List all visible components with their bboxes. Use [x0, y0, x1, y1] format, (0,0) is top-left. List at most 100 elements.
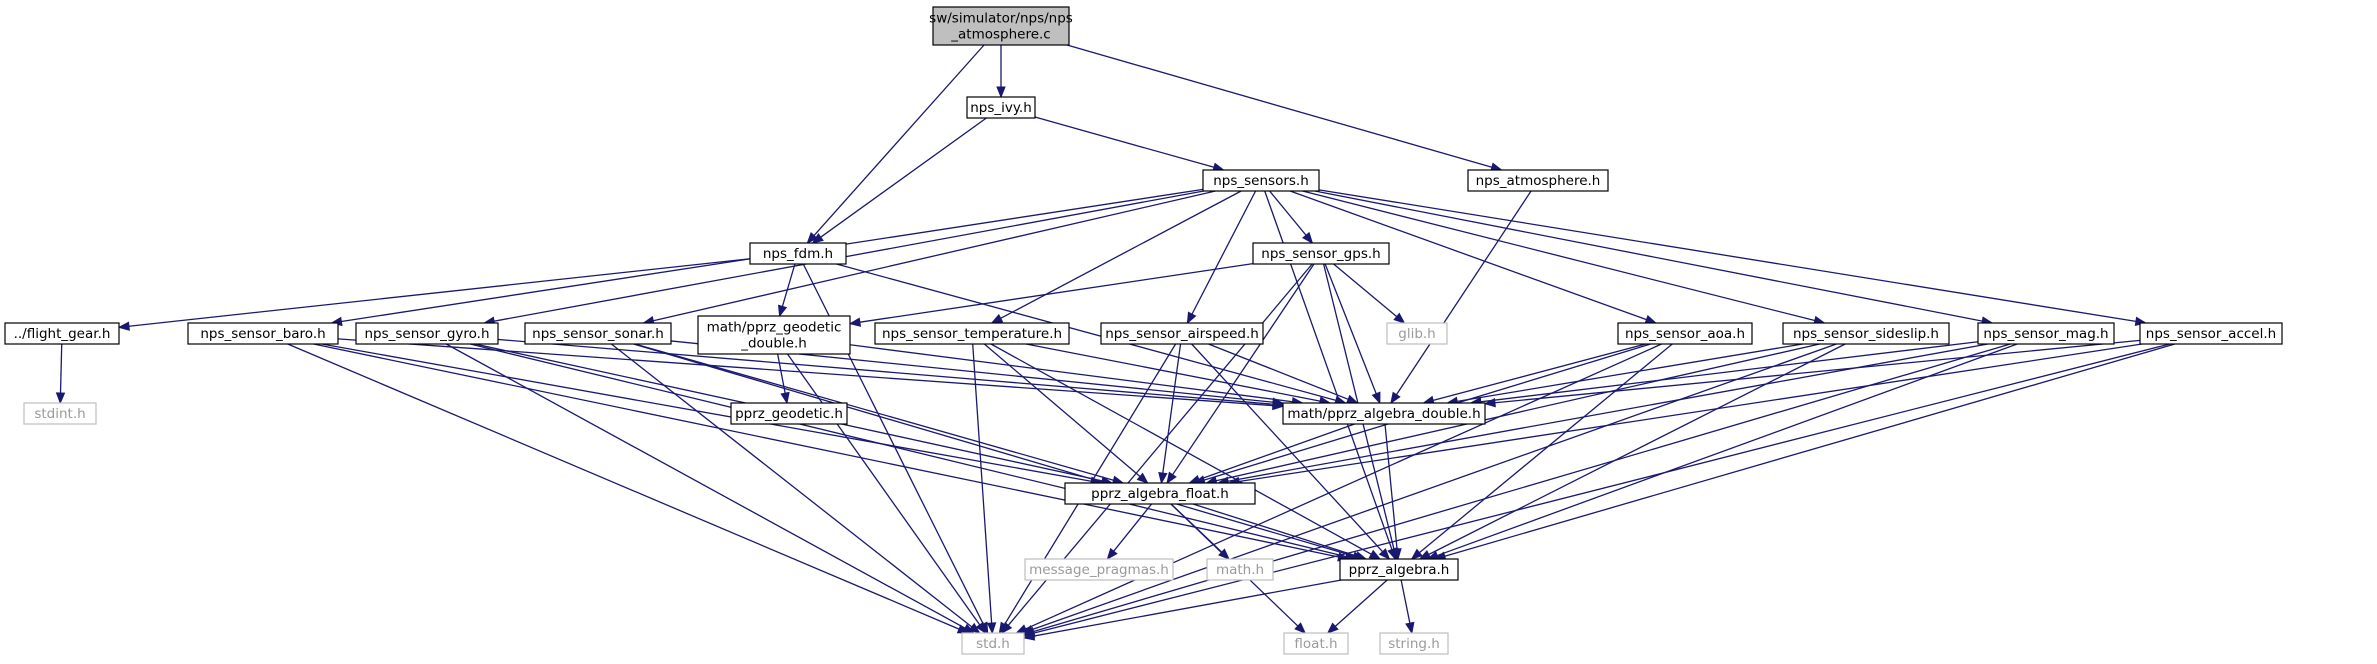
edge-line — [1191, 190, 1257, 315]
edge-line — [1162, 343, 1182, 474]
edge-line — [313, 343, 1339, 558]
node-box — [1024, 558, 1174, 581]
edge-pprz_algebra-to-float_h — [1326, 579, 1388, 634]
edge-arrowhead — [1378, 548, 1391, 560]
edge-nps_sensor_gps-to-pprz_algebra_double — [1324, 263, 1381, 405]
node-nps-sensor-sideslip[interactable]: nps_sensor_sideslip.h — [1782, 322, 1950, 345]
edge-line — [1314, 190, 1983, 322]
node-label: nps_sensor_gyro.h — [364, 326, 489, 342]
edge-nps_sensors-to-nps_sensor_airspeed — [1186, 190, 1257, 325]
node-nps-sensor-airspeed[interactable]: nps_sensor_airspeed.h — [1100, 322, 1264, 345]
edge-arrowhead — [1371, 391, 1381, 405]
edge-line — [1025, 343, 1321, 402]
edge-line — [1198, 423, 1355, 481]
node-nps-sensor-baro[interactable]: nps_sensor_baro.h — [187, 322, 339, 345]
node-nps-sensors[interactable]: nps_sensors.h — [1202, 169, 1320, 192]
node-label: nps_sensor_accel.h — [2146, 326, 2276, 342]
edge-line — [813, 44, 985, 236]
edge-line — [634, 343, 1114, 481]
node-math-h: math.h — [1206, 558, 1274, 581]
edge-line — [1113, 503, 1153, 552]
edge-nps_sensor_temperature-to-pprz_algebra — [990, 343, 1382, 560]
edge-pprz_algebra-to-std_h — [1022, 579, 1342, 641]
edge-nps_ivy-to-nps_fdm — [811, 117, 987, 244]
edge-pprz_geodetic_double-to-pprz_geodetic — [776, 353, 790, 405]
edge-arrowhead — [1405, 621, 1415, 635]
node-nps-sensor-temperature[interactable]: nps_sensor_temperature.h — [874, 322, 1070, 345]
node-pprz-algebra-float[interactable]: pprz_algebra_float.h — [1064, 482, 1256, 505]
node-label: nps_sensor_mag.h — [1983, 326, 2108, 342]
edge-arrowhead — [1368, 549, 1382, 560]
node-nps-sensor-accel[interactable]: nps_sensor_accel.h — [2139, 322, 2283, 345]
edge-arrowhead — [975, 621, 987, 635]
node-box — [2139, 322, 2283, 345]
node-nps-fdm[interactable]: nps_fdm.h — [749, 242, 847, 265]
node-root[interactable]: sw/simulator/nps/nps_atmosphere.c — [929, 6, 1073, 46]
edge-arrowhead — [1392, 548, 1402, 561]
node-box — [966, 96, 1036, 119]
node-pprz-algebra[interactable]: pprz_algebra.h — [1339, 558, 1459, 581]
node-box — [1202, 169, 1320, 192]
node-label: _double.h — [740, 336, 807, 352]
node-nps-sensor-gps[interactable]: nps_sensor_gps.h — [1252, 242, 1390, 265]
edge-line — [1066, 44, 1493, 168]
node-label: sw/simulator/nps/nps — [929, 11, 1073, 27]
edge-nps_sensor_gps-to-pprz_geodetic_double — [848, 262, 1254, 327]
node-box — [1782, 322, 1950, 345]
node-box — [1467, 169, 1609, 192]
node-label: message_pragmas.h — [1029, 562, 1169, 578]
edge-line — [1034, 116, 1215, 168]
edge-line — [128, 258, 751, 327]
node-nps-atmosphere-h[interactable]: nps_atmosphere.h — [1467, 169, 1609, 192]
edge-nps_sensor_sonar-to-pprz_algebra — [633, 343, 1365, 561]
edge-line — [1289, 190, 1647, 321]
edge-arrowhead — [1158, 471, 1168, 485]
edge-pprz_algebra_float-to-pprz_algebra — [1192, 503, 1368, 561]
edge-line — [1033, 343, 2011, 633]
edge-nps_sensors-to-nps_sensor_temperature — [990, 190, 1242, 324]
node-label: ../flight_gear.h — [14, 326, 111, 342]
node-label: pprz_algebra_float.h — [1091, 486, 1229, 502]
node-label: nps_sensor_sonar.h — [532, 326, 664, 342]
edge-arrowhead — [780, 391, 790, 405]
edge-line — [776, 353, 786, 394]
node-label: nps_ivy.h — [970, 100, 1032, 116]
edge-line — [849, 344, 1293, 403]
edge-arrowhead — [1136, 472, 1149, 484]
node-nps-ivy[interactable]: nps_ivy.h — [966, 96, 1036, 119]
edge-arrowhead — [811, 233, 824, 244]
node-nps-sensor-aoa[interactable]: nps_sensor_aoa.h — [1617, 322, 1753, 345]
edge-arrowhead — [986, 622, 997, 635]
edge-root-to-nps_fdm — [806, 44, 985, 245]
node-box — [4, 322, 120, 345]
node-flight-gear[interactable]: ../flight_gear.h — [4, 322, 120, 345]
edge-line — [321, 343, 1092, 482]
edge-arrowhead — [1188, 475, 1201, 484]
node-nps-sensor-sonar[interactable]: nps_sensor_sonar.h — [524, 322, 672, 345]
node-pprz-geodetic[interactable]: pprz_geodetic.h — [730, 402, 848, 425]
edge-line — [990, 343, 1372, 555]
node-label: nps_atmosphere.h — [1476, 173, 1601, 189]
edge-nps_fdm-to-flight_gear — [117, 258, 751, 331]
node-nps-sensor-mag[interactable]: nps_sensor_mag.h — [1977, 322, 2115, 345]
edge-line — [836, 263, 1337, 401]
edge-arrowhead — [778, 304, 788, 318]
edge-arrowhead — [1483, 398, 1496, 408]
node-pprz-geodetic-double[interactable]: math/pprz_geodetic_double.h — [697, 315, 851, 355]
edge-arrowhead — [55, 392, 66, 405]
node-pprz-algebra-double[interactable]: math/pprz_algebra_double.h — [1282, 402, 1486, 425]
node-box — [1339, 558, 1459, 581]
edge-pprz_algebra-to-string_h — [1400, 579, 1415, 635]
node-box — [1977, 322, 2115, 345]
edge-arrowhead — [1272, 397, 1285, 407]
node-box — [1386, 322, 1448, 345]
node-box — [1617, 322, 1753, 345]
edge-line — [1494, 339, 2141, 404]
edge-line — [1215, 343, 1820, 482]
node-label: nps_sensor_airspeed.h — [1105, 326, 1259, 342]
edge-nps_sensor_mag-to-pprz_algebra — [1426, 343, 2018, 560]
node-label: nps_sensor_temperature.h — [882, 326, 1062, 342]
node-nps-sensor-gyro[interactable]: nps_sensor_gyro.h — [355, 322, 499, 345]
edge-nps_sensor_mag-to-pprz_algebra_double — [1469, 341, 1979, 407]
